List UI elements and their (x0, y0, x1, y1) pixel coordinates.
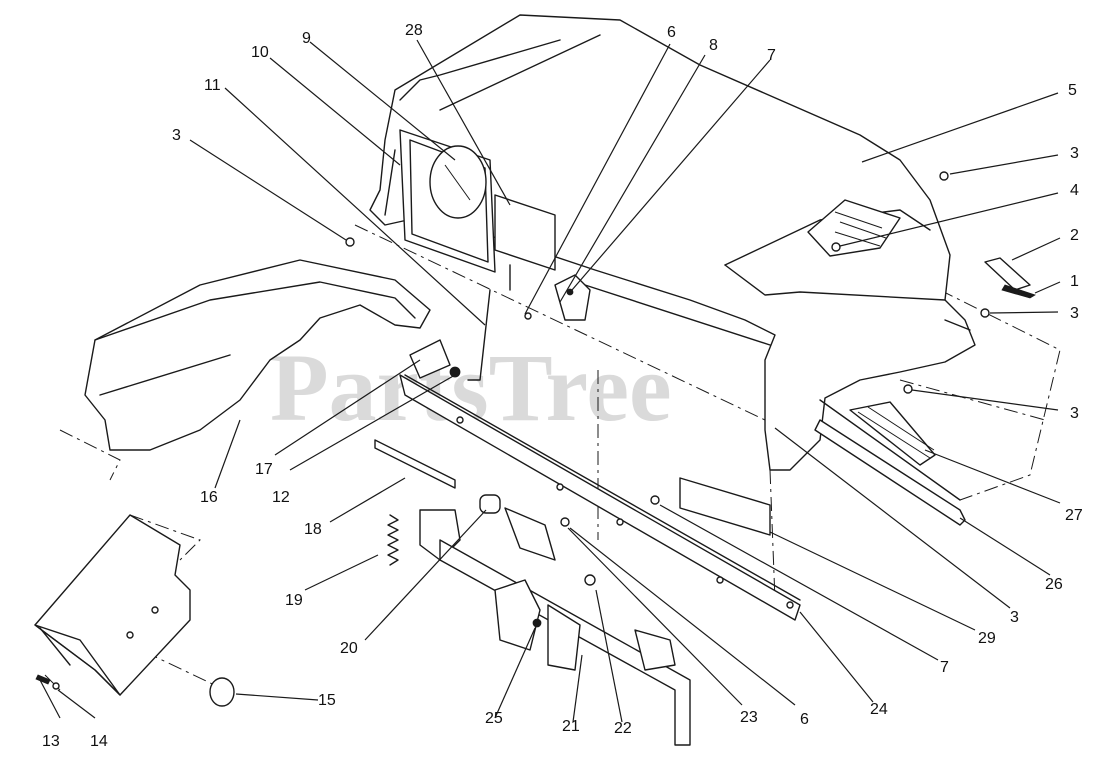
screw-part-3-left[interactable] (345, 237, 355, 247)
decal-part-29[interactable] (679, 477, 771, 536)
hood-part-5[interactable] (369, 14, 976, 501)
callout-3-left[interactable]: 3 (172, 127, 181, 144)
callout-23[interactable]: 23 (740, 709, 758, 726)
plug-part-15[interactable] (209, 677, 235, 707)
callout-27[interactable]: 27 (1065, 507, 1083, 524)
callout-14[interactable]: 14 (90, 733, 108, 750)
discharge-chute[interactable] (34, 514, 191, 696)
callout-19[interactable]: 19 (285, 592, 303, 609)
nut-part-12[interactable] (449, 366, 461, 378)
callout-1[interactable]: 1 (1070, 273, 1079, 290)
callout-10[interactable]: 10 (251, 44, 269, 61)
callout-20[interactable]: 20 (340, 640, 358, 657)
screw-part-13[interactable] (35, 674, 51, 685)
bracket-part-2[interactable] (984, 257, 1031, 291)
spring-part-19[interactable] (387, 514, 399, 566)
callout-7-top[interactable]: 7 (767, 47, 776, 64)
callout-24[interactable]: 24 (870, 701, 888, 718)
callout-22[interactable]: 22 (614, 720, 632, 737)
bolt-part-22[interactable] (584, 574, 596, 586)
callout-26[interactable]: 26 (1045, 576, 1063, 593)
callout-16[interactable]: 16 (200, 489, 218, 506)
callout-9[interactable]: 9 (302, 30, 311, 47)
washer-part-14[interactable] (52, 682, 60, 690)
callout-18[interactable]: 18 (304, 521, 322, 538)
callout-7-bottom[interactable]: 7 (940, 659, 949, 676)
callout-25[interactable]: 25 (485, 710, 503, 727)
leader-lines (39, 39, 1061, 723)
callout-15[interactable]: 15 (318, 692, 336, 709)
screw-part-3-top[interactable] (939, 171, 949, 181)
callout-6-top[interactable]: 6 (667, 24, 676, 41)
callout-29[interactable]: 29 (978, 630, 996, 647)
callout-13[interactable]: 13 (42, 733, 60, 750)
screw-part-3-low[interactable] (903, 384, 913, 394)
lever-assembly-part-21[interactable] (419, 507, 691, 746)
bolt-part-23[interactable] (560, 517, 570, 527)
callout-labels: 1 2 3 3 3 3 3 4 5 6 6 7 7 8 9 10 11 12 1… (42, 22, 1083, 750)
callout-17[interactable]: 17 (255, 461, 273, 478)
callout-3-mid[interactable]: 3 (1070, 305, 1079, 322)
callout-3-bottom[interactable]: 3 (1010, 609, 1019, 626)
callout-11[interactable]: 11 (204, 77, 221, 94)
clip-part-1[interactable] (1001, 284, 1036, 299)
hood-rail[interactable] (399, 374, 966, 621)
screw-part-3-mid[interactable] (980, 308, 990, 318)
callout-2[interactable]: 2 (1070, 227, 1079, 244)
callout-4[interactable]: 4 (1070, 182, 1079, 199)
callout-5[interactable]: 5 (1068, 82, 1077, 99)
callout-28[interactable]: 28 (405, 22, 423, 39)
callout-6-bottom[interactable]: 6 (800, 711, 809, 728)
side-shield-part-16[interactable] (84, 259, 431, 451)
rod-part-11[interactable] (467, 289, 491, 381)
callout-3-top[interactable]: 3 (1070, 145, 1079, 162)
nut-part-25[interactable] (532, 618, 542, 628)
callout-3-low[interactable]: 3 (1070, 405, 1079, 422)
shaft-part-18[interactable] (374, 439, 456, 489)
bracket-parts-6-7-8[interactable] (524, 274, 591, 321)
callout-8[interactable]: 8 (709, 37, 718, 54)
spacer-part-20[interactable] (479, 494, 501, 514)
knob-part-17[interactable] (409, 339, 451, 379)
callout-21[interactable]: 21 (562, 718, 580, 735)
callout-12[interactable]: 12 (272, 489, 290, 506)
